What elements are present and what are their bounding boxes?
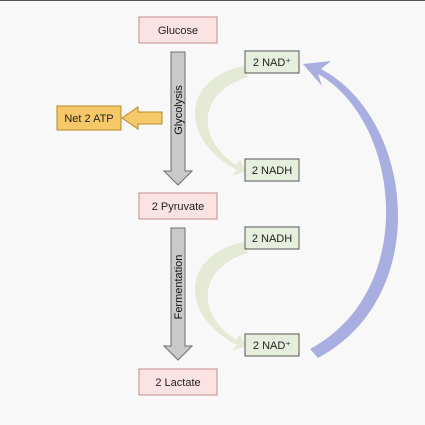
fermentation-arrow: Fermentation <box>162 227 194 361</box>
glucose-label: Glucose <box>158 25 198 37</box>
nad-to-nadh-arrow <box>194 66 248 176</box>
atp-label: Net 2 ATP <box>64 113 113 125</box>
glycolysis-arrow: Glycolysis <box>162 51 194 186</box>
lactate-node: 2 Lactate <box>138 368 218 396</box>
nad-bottom-label: 2 NAD⁺ <box>253 340 291 352</box>
fermentation-label: Fermentation <box>173 255 185 320</box>
glycolysis-label: Glycolysis <box>173 85 185 135</box>
atp-output-arrow <box>121 106 163 130</box>
nadh-bottom-node: 2 NADH <box>244 226 300 250</box>
nadh-to-nad-arrow <box>194 242 248 351</box>
nadh-top-label: 2 NADH <box>252 165 292 177</box>
atp-node: Net 2 ATP <box>56 105 122 131</box>
nad-top-label: 2 NAD⁺ <box>253 57 291 69</box>
pyruvate-node: 2 Pyruvate <box>138 192 218 220</box>
glucose-node: Glucose <box>138 16 218 44</box>
nadh-top-node: 2 NADH <box>244 158 300 182</box>
nad-bottom-node: 2 NAD⁺ <box>244 333 300 357</box>
pyruvate-label: 2 Pyruvate <box>152 201 205 213</box>
nadh-bottom-label: 2 NADH <box>252 233 292 245</box>
nad-top-node: 2 NAD⁺ <box>244 50 300 74</box>
nad-recycle-arrow <box>303 61 399 358</box>
lactate-label: 2 Lactate <box>155 377 200 389</box>
